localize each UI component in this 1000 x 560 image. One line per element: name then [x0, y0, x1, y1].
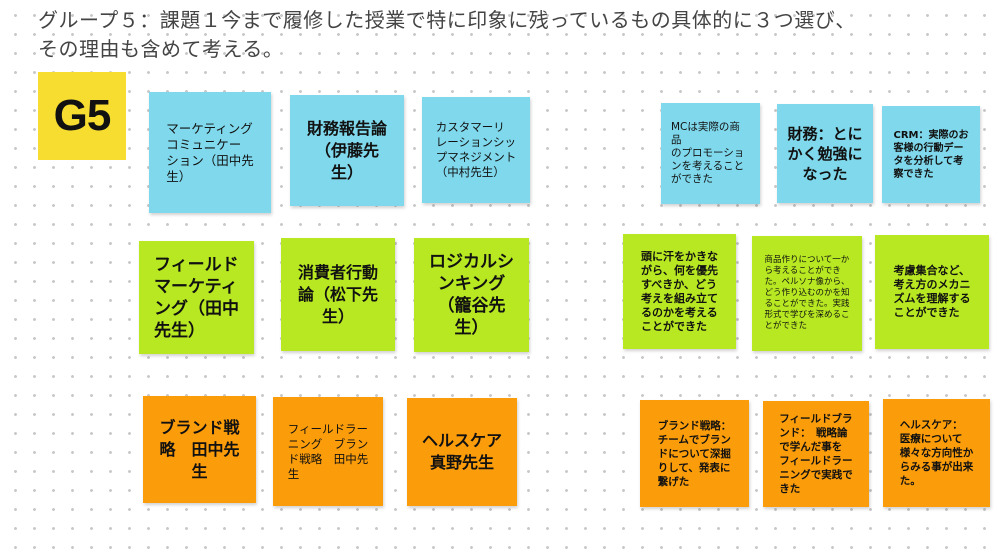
sticky-note-course-marketing-communication[interactable]: マーケティング コミュニケー ション（田中先 生）: [149, 92, 271, 213]
sticky-note-course-logical-thinking[interactable]: ロジカルシ ンキング （籠谷先 生）: [414, 238, 529, 352]
sticky-note-reason-healthcare[interactable]: ヘルスケア： 医療について 様々な方向性か らみる事が出来 た。: [883, 399, 990, 507]
note-text: フィールド マーケティ ング（田中 先生）: [154, 254, 239, 341]
note-text: 財務報告論 （伊藤先 生）: [306, 118, 387, 182]
sticky-note-reason-logical-thinking[interactable]: 頭に汗をかきな がら、何を優先 すべきか、どう 考えを組み立て るのかを考える …: [623, 234, 736, 349]
note-text: CRM：実際のお 客様の行動デー タを分析して考 察できた: [893, 129, 969, 180]
note-text: フィールドブラ ンド： 戦略論 で学んだ事を フィールドラー ニングで実践で き…: [779, 413, 853, 495]
note-text: ブランド戦略： チームでブラン ドについて深掘 りして、発表に 繋げた: [657, 419, 732, 488]
sticky-note-reason-field-brand[interactable]: フィールドブラ ンド： 戦略論 で学んだ事を フィールドラー ニングで実践で き…: [763, 401, 869, 507]
sticky-note-reason-brand-strategy[interactable]: ブランド戦略： チームでブラン ドについて深掘 りして、発表に 繋げた: [640, 400, 749, 507]
note-text: ロジカルシ ンキング （籠谷先 生）: [429, 252, 514, 338]
sticky-note-course-field-learning-brand[interactable]: フィールドラー ニング ブラン ド戦略 田中先 生: [273, 397, 383, 506]
note-text: 財務：とに かく勉強に なった: [787, 124, 863, 183]
page-title: グループ５：課題１今まで履修した授業で特に印象に残っているもの具体的に３つ選び、…: [38, 8, 856, 61]
note-text: カスタマーリ レーションシッ プマネジメント （中村先生）: [435, 120, 517, 179]
sticky-note-reason-financial[interactable]: 財務：とに かく勉強に なった: [777, 104, 873, 203]
note-text: ブランド戦 略 田中先 生: [159, 417, 240, 481]
sticky-note-reason-field-marketing[interactable]: 商品作りについて一か ら考えることができ た。ペルソナ像から、 どう作り込むのか…: [752, 236, 862, 351]
group-label: G5: [38, 72, 126, 160]
sticky-note-reason-consumer-behavior[interactable]: 考慮集合など、 考え方のメカニ ズムを理解する ことができた: [875, 235, 989, 349]
note-text: ヘルスケア： 医療について 様々な方向性か らみる事が出来 た。: [899, 419, 974, 487]
sticky-note-course-healthcare[interactable]: ヘルスケア 真野先生: [407, 398, 517, 506]
sticky-note-course-crm[interactable]: カスタマーリ レーションシッ プマネジメント （中村先生）: [422, 97, 530, 203]
note-text: 考慮集合など、 考え方のメカニ ズムを理解する ことができた: [893, 264, 971, 319]
note-text: 消費者行動 論（松下先 生）: [297, 262, 378, 326]
note-text: ヘルスケア 真野先生: [421, 431, 502, 472]
note-text: MCは実際の商品 のプロモーショ ンを考えること ができた: [671, 121, 745, 185]
sticky-note-reason-crm[interactable]: CRM：実際のお 客様の行動デー タを分析して考 察できた: [882, 106, 980, 203]
sticky-note-course-consumer-behavior[interactable]: 消費者行動 論（松下先 生）: [281, 238, 395, 351]
sticky-note-reason-marketing-communication[interactable]: MCは実際の商品 のプロモーショ ンを考えること ができた: [661, 103, 760, 204]
note-text: マーケティング コミュニケー ション（田中先 生）: [166, 120, 254, 184]
note-text: 商品作りについて一か ら考えることができ た。ペルソナ像から、 どう作り込むのか…: [764, 255, 850, 331]
sticky-note-course-field-marketing[interactable]: フィールド マーケティ ング（田中 先生）: [139, 241, 254, 354]
note-text: フィールドラー ニング ブラン ド戦略 田中先 生: [287, 421, 369, 481]
sticky-note-course-brand-strategy[interactable]: ブランド戦 略 田中先 生: [143, 396, 256, 503]
sticky-note-course-financial-reporting[interactable]: 財務報告論 （伊藤先 生）: [290, 95, 404, 206]
note-text: 頭に汗をかきな がら、何を優先 すべきか、どう 考えを組み立て るのかを考える …: [641, 249, 718, 333]
